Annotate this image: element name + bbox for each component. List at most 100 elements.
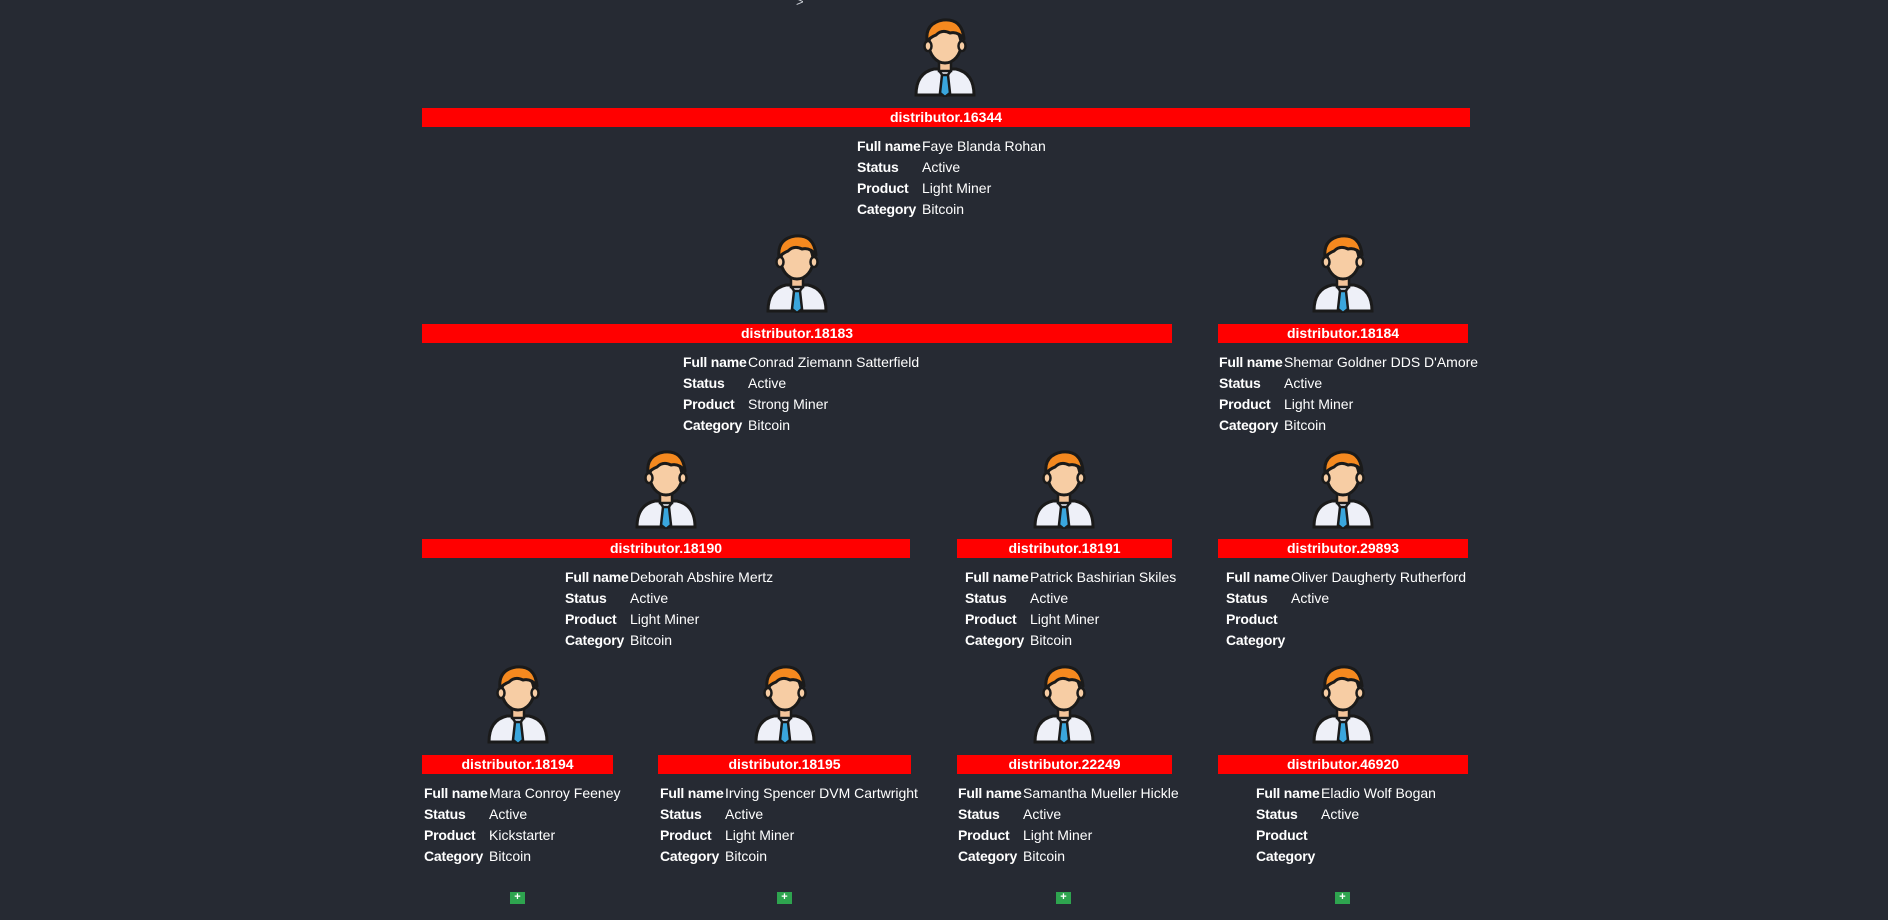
detail-label: Status: [1226, 590, 1268, 606]
detail-label: Product: [1256, 827, 1308, 843]
detail-label: Full name: [565, 569, 629, 585]
detail-value: Light Miner: [630, 611, 700, 627]
detail-label: Status: [683, 375, 725, 391]
user-avatar-icon: [1031, 662, 1097, 744]
detail-label: Full name: [1226, 569, 1290, 585]
detail-label: Product: [857, 180, 909, 196]
detail-row-product: Product: [1256, 825, 1436, 846]
detail-value: Conrad Ziemann Satterfield: [748, 354, 920, 370]
detail-value: Irving Spencer DVM Cartwright: [725, 785, 918, 801]
detail-row-category: Category: [1256, 846, 1436, 867]
detail-value: Active: [1291, 590, 1330, 606]
detail-label: Category: [1219, 417, 1279, 433]
user-avatar-icon: [1310, 447, 1376, 529]
detail-label: Status: [857, 159, 899, 175]
detail-label: Category: [965, 632, 1025, 648]
detail-value: Oliver Daugherty Rutherford: [1291, 569, 1467, 585]
detail-value: Bitcoin: [1023, 848, 1066, 864]
distributor-id-bar[interactable]: distributor.18183: [422, 324, 1172, 343]
detail-label: Product: [565, 611, 617, 627]
detail-row-status: Status Active: [683, 373, 919, 394]
detail-label: Status: [660, 806, 702, 822]
distributor-id-bar[interactable]: distributor.22249: [957, 755, 1172, 774]
detail-row-category: Category Bitcoin: [958, 846, 1179, 867]
detail-label: Product: [958, 827, 1010, 843]
user-avatar-icon: [1310, 231, 1376, 313]
detail-label: Status: [1256, 806, 1298, 822]
detail-value: Samantha Mueller Hickle: [1023, 785, 1179, 801]
distributor-id-bar[interactable]: distributor.18191: [957, 539, 1172, 558]
detail-label: Category: [857, 201, 917, 217]
detail-label: Category: [1256, 848, 1316, 864]
expand-children-button[interactable]: +: [1335, 892, 1350, 904]
distributor-id-bar[interactable]: distributor.18194: [422, 755, 613, 774]
distributor-id-bar[interactable]: distributor.18184: [1218, 324, 1468, 343]
detail-value: Strong Miner: [748, 396, 829, 412]
detail-row-product: Product Light Miner: [965, 609, 1176, 630]
distributor-id-bar[interactable]: distributor.18195: [658, 755, 911, 774]
expand-children-button[interactable]: +: [777, 892, 792, 904]
detail-value: Light Miner: [1030, 611, 1100, 627]
detail-row-status: Status Active: [1226, 588, 1466, 609]
detail-value: Active: [748, 375, 787, 391]
collapse-caret[interactable]: >: [796, 0, 804, 9]
detail-value: Light Miner: [725, 827, 795, 843]
detail-value: Active: [725, 806, 764, 822]
user-avatar-icon: [633, 447, 699, 529]
detail-label: Status: [965, 590, 1007, 606]
user-avatar-icon: [752, 662, 818, 744]
detail-label: Product: [1219, 396, 1271, 412]
detail-label: Category: [958, 848, 1018, 864]
user-avatar-icon: [485, 662, 551, 744]
detail-row-status: Status Active: [660, 804, 918, 825]
distributor-id-bar[interactable]: distributor.16344: [422, 108, 1470, 127]
detail-label: Status: [958, 806, 1000, 822]
detail-value: Active: [922, 159, 961, 175]
detail-value: Deborah Abshire Mertz: [630, 569, 774, 585]
detail-label: Full name: [965, 569, 1029, 585]
detail-value: Active: [1284, 375, 1323, 391]
user-avatar-icon: [1031, 447, 1097, 529]
detail-label: Product: [965, 611, 1017, 627]
user-avatar-icon: [764, 231, 830, 313]
detail-row-category: Category Bitcoin: [965, 630, 1176, 651]
detail-label: Full name: [1256, 785, 1320, 801]
detail-label: Product: [1226, 611, 1278, 627]
detail-value: Active: [1023, 806, 1062, 822]
distributor-id-bar[interactable]: distributor.46920: [1218, 755, 1468, 774]
detail-label: Full name: [958, 785, 1022, 801]
distributor-id-bar[interactable]: distributor.18190: [422, 539, 910, 558]
detail-label: Full name: [660, 785, 724, 801]
detail-row-product: Product: [1226, 609, 1466, 630]
detail-value: Bitcoin: [489, 848, 532, 864]
detail-label: Status: [1219, 375, 1261, 391]
detail-value: Faye Blanda Rohan: [922, 138, 1046, 154]
expand-children-button[interactable]: +: [1056, 892, 1071, 904]
detail-value: Active: [1321, 806, 1360, 822]
detail-label: Category: [683, 417, 743, 433]
expand-children-button[interactable]: +: [510, 892, 525, 904]
detail-value: Bitcoin: [1030, 632, 1073, 648]
detail-value: Bitcoin: [1284, 417, 1327, 433]
detail-label: Full name: [683, 354, 747, 370]
detail-value: Shemar Goldner DDS D'Amore: [1284, 354, 1479, 370]
distributor-id-bar[interactable]: distributor.29893: [1218, 539, 1468, 558]
